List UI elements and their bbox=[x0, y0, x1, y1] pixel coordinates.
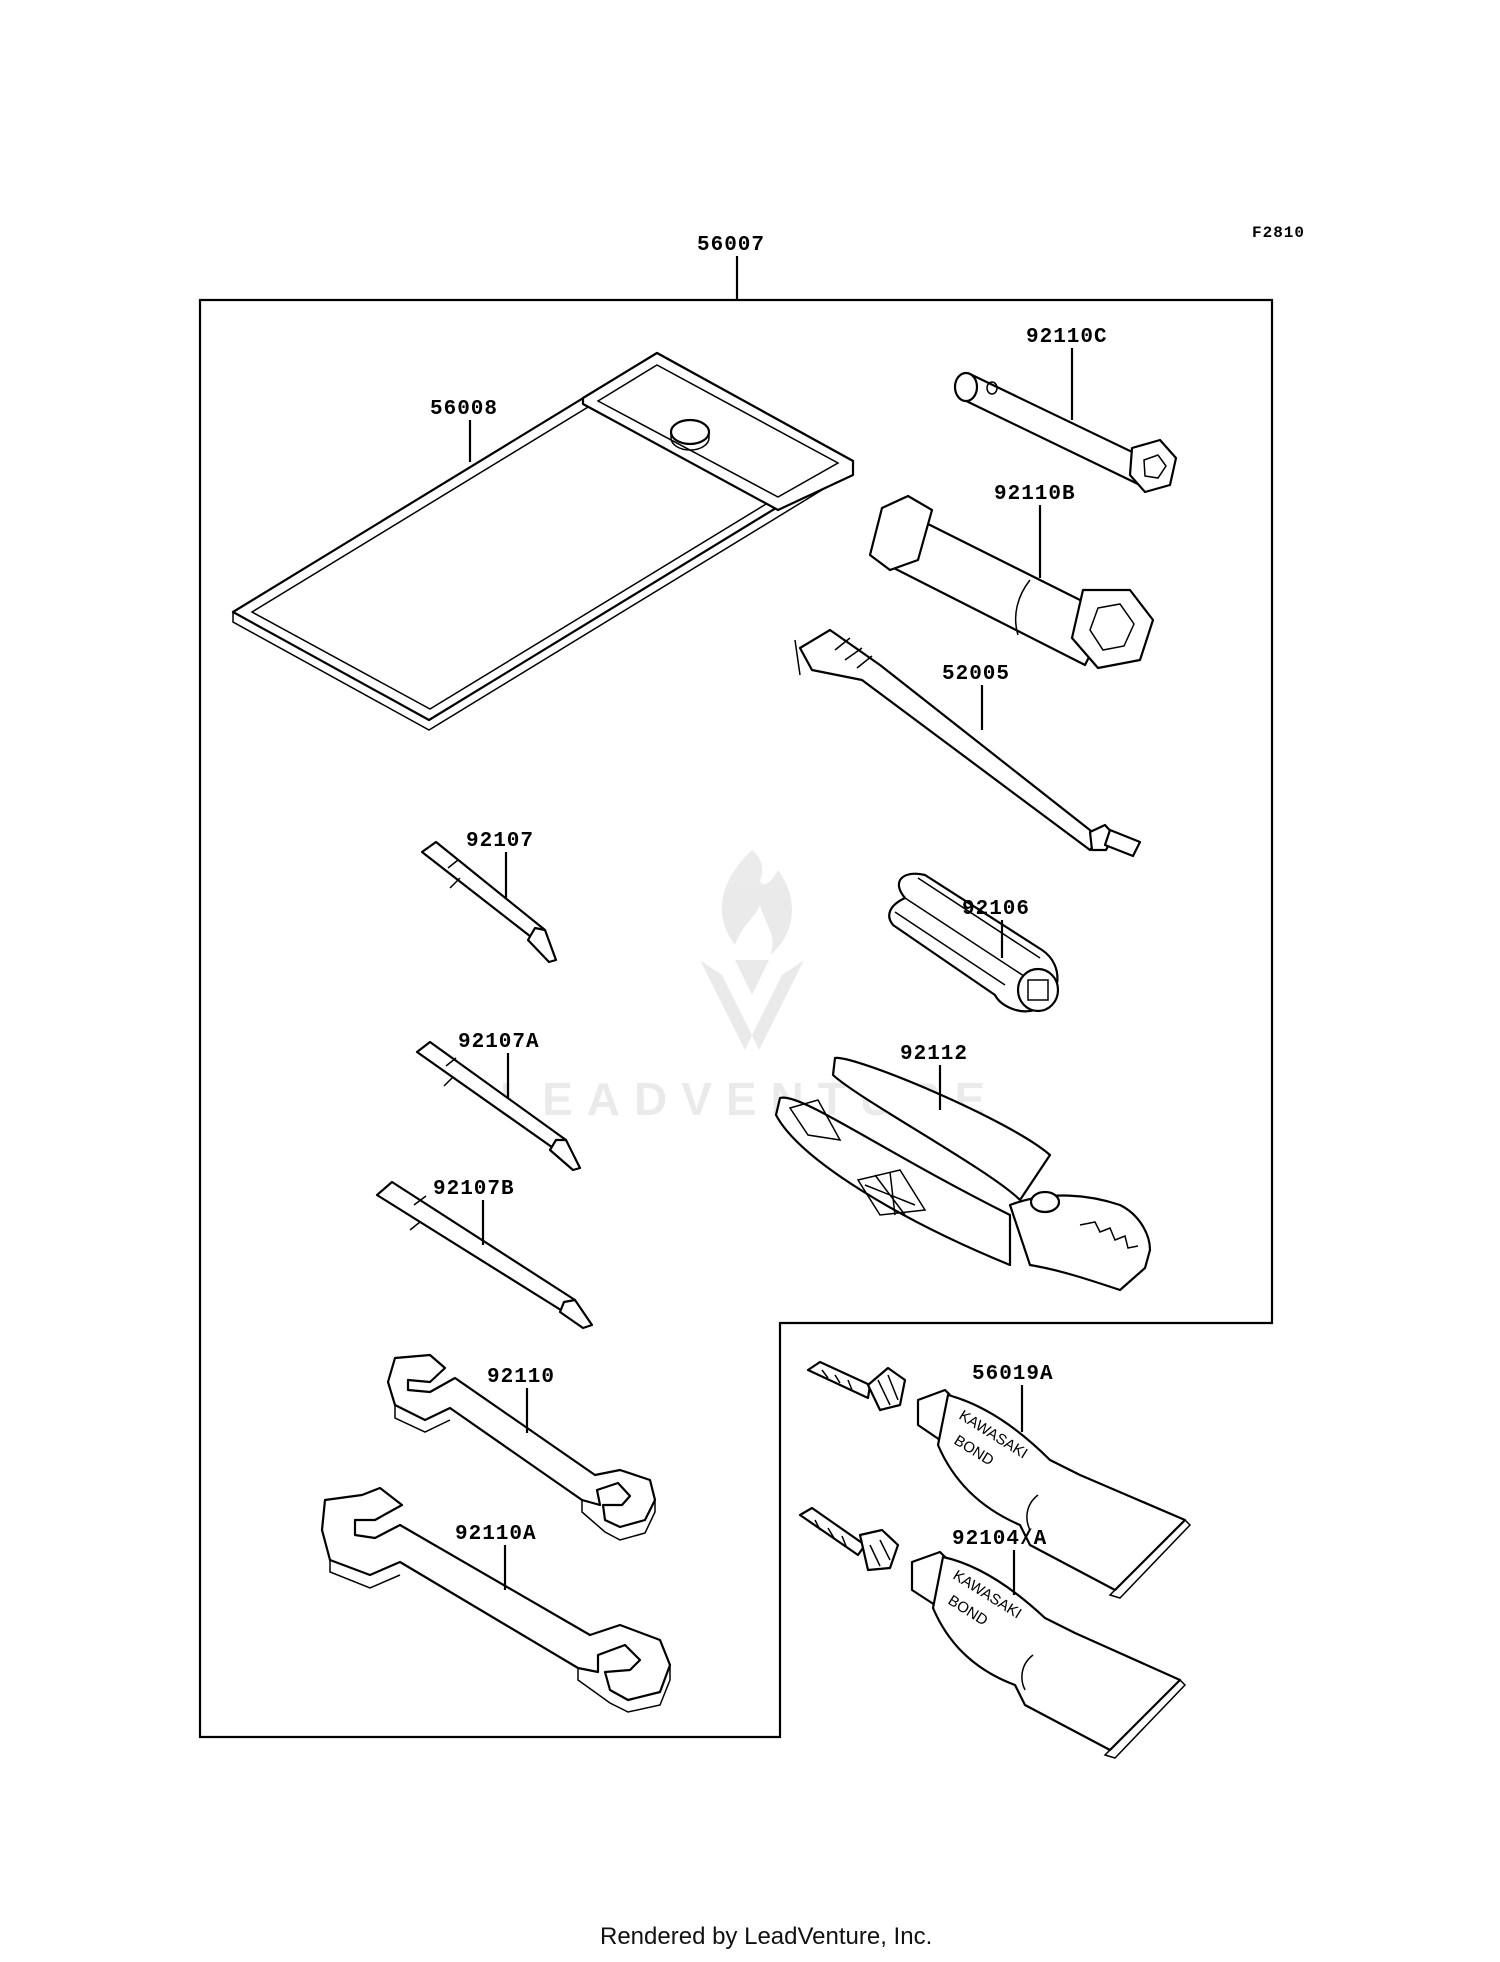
bit-92107A bbox=[415, 1040, 582, 1172]
tool-bag bbox=[231, 351, 855, 731]
label-92110A: 92110A bbox=[455, 1523, 537, 1546]
label-52005: 52005 bbox=[942, 663, 1010, 686]
label-92107A: 92107A bbox=[458, 1031, 540, 1054]
footer-credit: Rendered by LeadVenture, Inc. bbox=[600, 1923, 932, 1950]
label-56007: 56007 bbox=[697, 234, 765, 257]
kit-frame bbox=[198, 298, 1274, 1739]
leader-lines bbox=[468, 348, 1074, 1595]
label-92110B: 92110B bbox=[994, 483, 1076, 506]
label-92107: 92107 bbox=[466, 830, 534, 853]
label-92110: 92110 bbox=[487, 1366, 555, 1389]
figure-code: F2810 bbox=[1252, 224, 1305, 242]
label-92106: 92106 bbox=[962, 898, 1030, 921]
label-56019A: 56019A bbox=[972, 1363, 1054, 1386]
bond-tube-2: KAWASAKI BOND bbox=[798, 1506, 1187, 1759]
screwdriver-handle bbox=[794, 628, 1142, 858]
open-wrench-small bbox=[386, 1353, 657, 1541]
handle-92106 bbox=[888, 872, 1060, 1013]
label-92110C: 92110C bbox=[1026, 326, 1108, 349]
label-92112: 92112 bbox=[900, 1043, 968, 1066]
label-56008: 56008 bbox=[430, 398, 498, 421]
pliers bbox=[774, 1056, 1152, 1292]
part-labels: 56007 56008 92110C 92110B 52005 92107 92… bbox=[430, 234, 1108, 1551]
label-92107B: 92107B bbox=[433, 1178, 515, 1201]
bond-tube-1: KAWASAKI BOND bbox=[806, 1360, 1192, 1599]
box-wrench-small bbox=[953, 371, 1178, 494]
bit-92107B bbox=[375, 1180, 594, 1330]
label-92104A: 92104/A bbox=[952, 1528, 1047, 1551]
plug-wrench bbox=[868, 494, 1155, 670]
bit-92107 bbox=[420, 840, 558, 964]
open-wrench-large bbox=[320, 1486, 672, 1713]
